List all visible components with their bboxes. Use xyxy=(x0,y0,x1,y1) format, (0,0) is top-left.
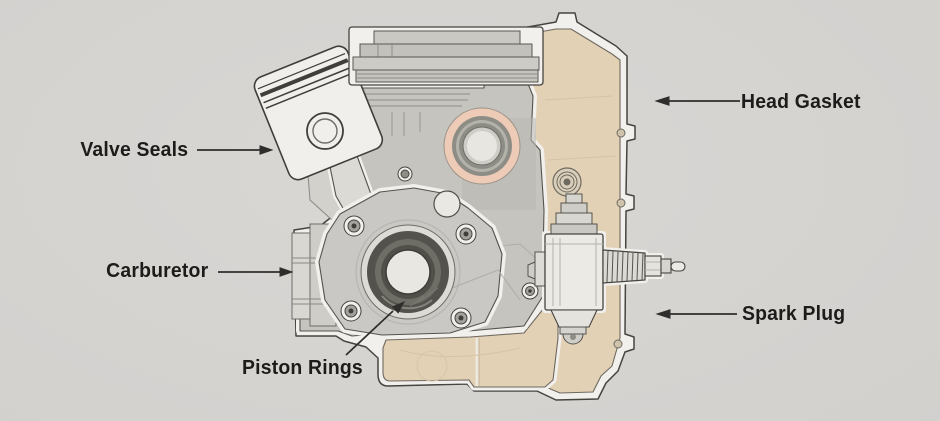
arrow-head-gasket xyxy=(654,96,740,106)
bolts xyxy=(340,166,539,329)
small-seal-rings xyxy=(552,167,582,197)
arrow-spark-plug xyxy=(655,309,737,319)
label-spark-plug: Spark Plug xyxy=(742,303,846,325)
spark-plug-part xyxy=(527,193,686,345)
arrow-piston-rings xyxy=(345,300,406,356)
callout-arrows xyxy=(197,96,740,356)
cam-seal xyxy=(443,107,521,185)
label-piston-rings: Piston Rings xyxy=(242,357,363,379)
valve-cover xyxy=(348,26,544,86)
label-head-gasket: Head Gasket xyxy=(741,91,861,113)
arrow-carburetor xyxy=(218,267,294,277)
arrow-valve-seals xyxy=(197,145,274,155)
piston-wrist-pin xyxy=(306,112,344,150)
crankshaft-bore xyxy=(355,219,461,325)
label-carburetor: Carburetor xyxy=(105,260,208,282)
label-valve-seals: Valve Seals xyxy=(80,139,188,161)
